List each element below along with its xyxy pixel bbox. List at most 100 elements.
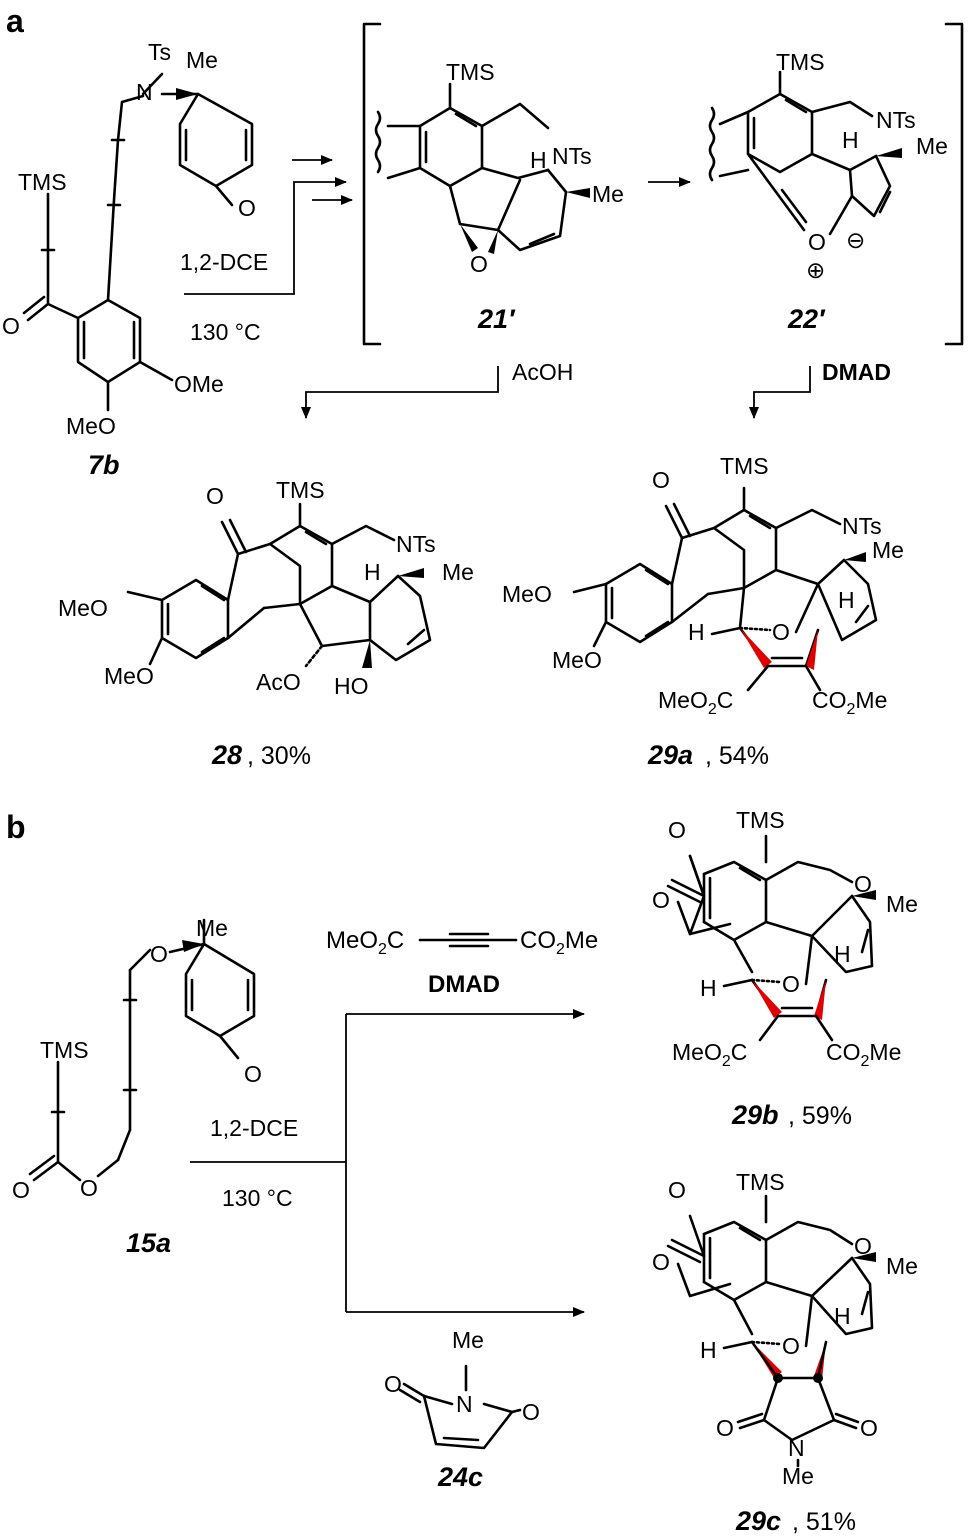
29a-ketone-o-label: O: [652, 467, 670, 493]
29c-bridge-o-label: O: [782, 1333, 800, 1359]
24c-n-label: N: [456, 1391, 473, 1417]
dmad-left-label: MeO2C: [326, 927, 404, 958]
28-nts-label: NTs: [396, 531, 436, 557]
7b-tms-label: TMS: [18, 169, 67, 195]
15a-tms-label: TMS: [40, 1037, 89, 1063]
7b-ome-label: OMe: [174, 371, 224, 397]
compound-id-22prime: 22′: [787, 304, 826, 334]
29c-me-label: Me: [886, 1253, 918, 1279]
29a-tms-label: TMS: [720, 453, 769, 479]
24c-o2-label: O: [522, 1399, 540, 1425]
arrow-main-a: [184, 177, 347, 295]
29a-bridge-o-label: O: [772, 619, 790, 645]
29a-meo1-label: MeO: [502, 581, 552, 607]
yield-28: , 30%: [247, 742, 311, 770]
conditions-temp-b: 130 °C: [222, 1185, 293, 1211]
22-o-label: O: [808, 229, 826, 255]
15a-ether-o-label: O: [150, 941, 168, 967]
29c-h2-label: H: [834, 1303, 851, 1329]
29c-pyran-o-label: O: [854, 1233, 872, 1259]
29b-bridge-o-label: O: [782, 971, 800, 997]
product-28-structure: O TMS NTs H Me MeO MeO AcO HO: [58, 477, 474, 699]
22-tms-label: TMS: [776, 49, 825, 75]
28-me-label: Me: [442, 559, 474, 585]
21-epoxide-o-label: O: [470, 251, 488, 277]
29b-h2-label: H: [834, 941, 851, 967]
maleimide-24c-structure: Me N O O: [384, 1327, 540, 1450]
intermediate-22-structure: TMS NTs H Me O ⊖ ⊕: [708, 49, 948, 283]
28-tms-label: TMS: [276, 477, 325, 503]
29b-lactone-o-label: O: [652, 887, 670, 913]
yield-29a: , 54%: [705, 742, 769, 770]
29c-lactone-o-label: O: [652, 1249, 670, 1275]
panel-label-b: b: [6, 809, 26, 845]
29c-h1-label: H: [700, 1337, 717, 1363]
compound-id-24c: 24c: [437, 1462, 483, 1492]
21-h-label: H: [530, 147, 547, 173]
24c-o1-label: O: [384, 1371, 402, 1397]
22-h-label: H: [842, 127, 859, 153]
dmad-right-label: CO2Me: [520, 927, 598, 958]
28-ketone-o-label: O: [206, 483, 224, 509]
arrow-dmad-a: [749, 366, 811, 419]
arrow-acoh: [301, 366, 499, 419]
29a-h2-label: H: [838, 587, 855, 613]
21-nts-label: NTs: [552, 143, 592, 169]
15a-ester-o-label: O: [80, 1175, 98, 1201]
21-tms-label: TMS: [446, 59, 495, 85]
yield-29b: , 59%: [788, 1102, 852, 1130]
29a-meo2-label: MeO: [552, 647, 602, 673]
compound-id-29a: 29a: [647, 740, 693, 770]
21-me-label: Me: [592, 181, 624, 207]
7b-ketone-o-label: O: [238, 195, 256, 221]
reagent-acoh: AcOH: [512, 359, 573, 385]
29c-tms-label: TMS: [736, 1169, 785, 1195]
29b-lactone-c-o-label: O: [668, 817, 686, 843]
22-minus-label: ⊖: [846, 227, 865, 253]
29b-me-label: Me: [886, 891, 918, 917]
compound-id-15a: 15a: [126, 1228, 171, 1258]
22-plus-label: ⊕: [806, 257, 825, 283]
7b-ts-label: Ts: [148, 39, 171, 65]
compound-15a-structure: O Me O O O TMS: [12, 915, 262, 1203]
28-aco-label: AcO: [256, 669, 301, 695]
22-me-label: Me: [916, 133, 948, 159]
28-meo1-label: MeO: [58, 595, 108, 621]
24c-me-label: Me: [452, 1327, 484, 1353]
29b-tms-label: TMS: [736, 807, 785, 833]
29c-n-me-label: Me: [782, 1463, 814, 1489]
28-ho-label: HO: [334, 673, 369, 699]
compound-7b-structure: N Ts Me O O TMS OMe MeO: [2, 39, 256, 439]
product-29c-structure: O O TMS O Me H H O O O N M: [652, 1169, 918, 1489]
29a-me-label: Me: [872, 537, 904, 563]
7b-n-label: N: [136, 79, 153, 105]
28-meo2-label: MeO: [104, 663, 154, 689]
29b-ester1-label: MeO2C: [672, 1039, 747, 1070]
29a-ester2-label: CO2Me: [812, 687, 887, 718]
yield-29c: , 51%: [792, 1508, 856, 1536]
29c-imide-o2-label: O: [860, 1415, 878, 1441]
28-h-label: H: [364, 559, 381, 585]
29a-ester1-label: MeO2C: [658, 687, 733, 718]
15a-me-label: Me: [196, 915, 228, 941]
bracket-left: [362, 22, 382, 346]
dmad-name-label: DMAD: [428, 971, 500, 998]
conditions-solvent-a: 1,2-DCE: [180, 249, 268, 275]
conditions-solvent-b: 1,2-DCE: [210, 1115, 298, 1141]
29a-nts-label: NTs: [842, 513, 882, 539]
product-29b-structure: O O TMS O Me H H O MeO2C CO2Me: [652, 807, 918, 1070]
compound-id-21prime: 21′: [477, 304, 516, 334]
intermediate-21-structure: TMS NTs H Me O: [374, 59, 624, 277]
compound-id-28: 28: [211, 740, 242, 770]
bracket-right: [944, 22, 964, 346]
29b-h1-label: H: [700, 975, 717, 1001]
compound-id-29b: 29b: [731, 1100, 779, 1130]
compound-id-7b: 7b: [88, 450, 120, 480]
reagent-dmad-a: DMAD: [822, 359, 891, 385]
conditions-temp-a: 130 °C: [190, 319, 261, 345]
29c-n-label: N: [788, 1435, 805, 1461]
dmad-reagent: MeO2C CO2Me DMAD: [326, 927, 598, 998]
7b-meo-label: MeO: [66, 413, 116, 439]
panel-label-a: a: [6, 3, 24, 39]
